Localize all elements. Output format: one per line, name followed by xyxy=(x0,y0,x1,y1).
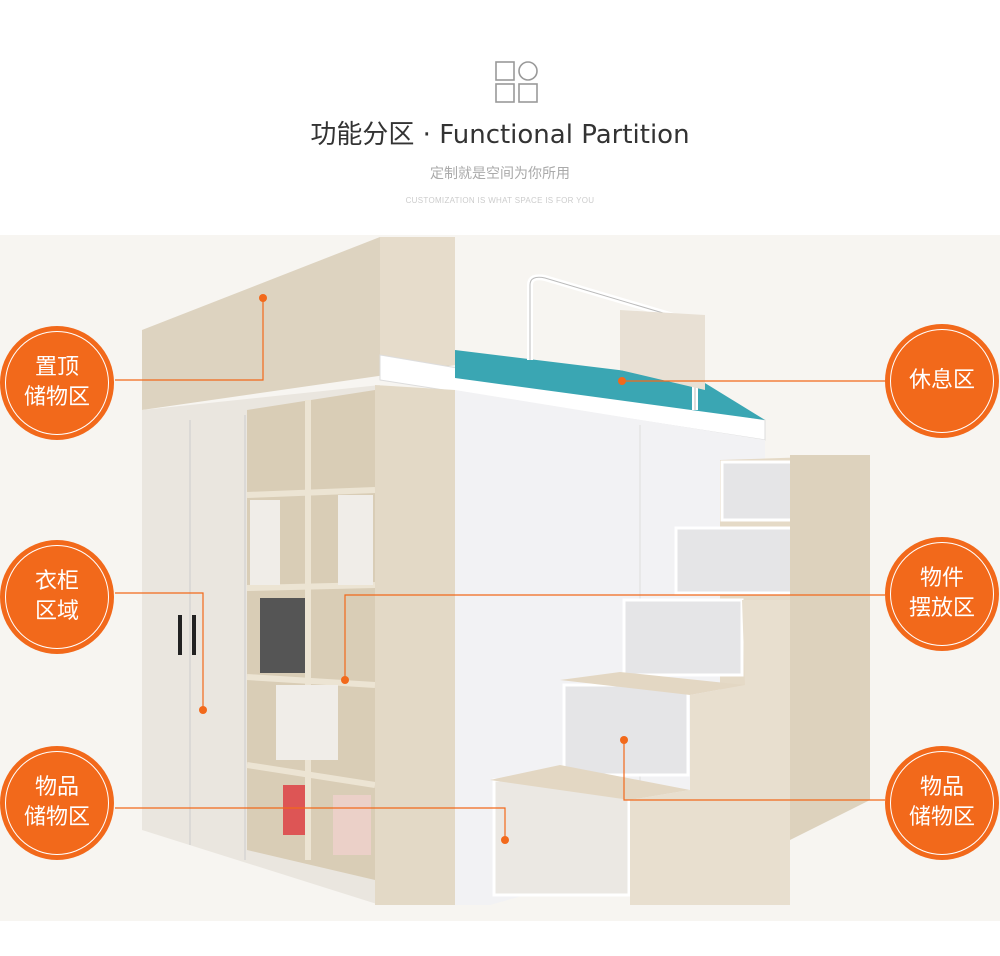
badge-label: 物品 储物区 xyxy=(908,775,975,830)
storage-stairs xyxy=(490,455,870,905)
callout-lines xyxy=(115,298,885,840)
badge-label: 物件 摆放区 xyxy=(908,566,975,621)
loft-bed-illustration xyxy=(115,237,885,905)
product-stage xyxy=(0,235,1000,921)
grid-shapes-icon xyxy=(495,61,538,103)
subtitle: 定制就是空间为你所用 xyxy=(430,166,570,182)
badge-label: 衣柜 区域 xyxy=(34,569,79,624)
badge-wardrobe: 衣柜 区域 xyxy=(0,540,114,654)
subtitle-en: CUSTOMIZATION IS WHAT SPACE IS FOR YOU xyxy=(405,196,595,205)
badge-label: 置顶 储物区 xyxy=(23,355,90,410)
badge-display: 物件 摆放区 xyxy=(885,537,999,651)
page-title: 功能分区 · Functional Partition xyxy=(310,120,690,150)
top-cabinet xyxy=(142,237,455,410)
badge-label: 物品 储物区 xyxy=(23,775,90,830)
badge-label: 休息区 xyxy=(908,368,975,393)
callout-dots xyxy=(199,294,628,844)
badge-item-storage-left: 物品 储物区 xyxy=(0,746,114,860)
badge-top-storage: 置顶 储物区 xyxy=(0,326,114,440)
badge-item-storage-right: 物品 储物区 xyxy=(885,746,999,860)
badge-rest: 休息区 xyxy=(885,324,999,438)
mattress xyxy=(455,350,765,420)
